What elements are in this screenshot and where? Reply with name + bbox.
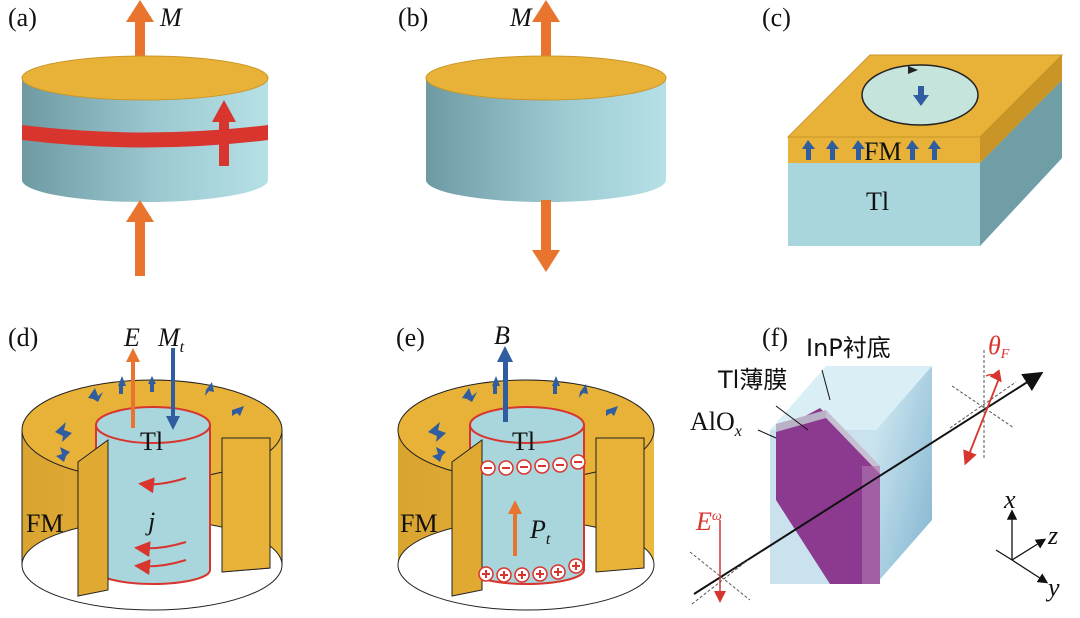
panel-d-j-label: j [145,507,155,536]
panel-e-core-label: Tl [512,427,535,456]
topological-moment-arrow [166,348,180,430]
ti-label: Tl [866,187,889,216]
fm-spin-arrows [802,140,941,160]
film-label: Tl薄膜 [717,366,787,394]
edge-current-band [22,125,268,148]
panel-d-Mt-label: Mt [157,323,185,356]
panel-d-core-label: Tl [140,427,163,456]
edge-magnetization-arrow [212,100,236,166]
panel-a-tag: (a) [8,3,37,32]
panel-b: (b) M [398,0,667,272]
cap-leader-line [757,429,777,439]
negative-charges [480,454,586,476]
panel-e-fm-label: FM [400,509,438,538]
light-beam [693,371,1044,595]
panel-d: (d) E [8,323,283,611]
panel-f: (f) Eω θF InP衬底 Tl薄膜 AlOx [689,323,1060,605]
radial-moment-arrows [428,376,618,462]
radial-moment-arrows [55,376,244,462]
panel-f-tag: (f) [762,323,788,352]
panel-e-Pt-label: Pt [529,515,551,548]
magnetization-arrow-up-bottom [126,200,154,276]
substrate-label: InP衬底 [806,334,891,362]
axis-y-label: y [1045,573,1060,602]
panel-a-M-label: M [159,3,183,32]
axis-z-label: z [1047,521,1058,550]
substrate-leader-line [821,369,831,401]
polarization-arrow [508,500,522,556]
panel-e: (e) B Tl FM [396,321,655,611]
film-leader-line [775,405,809,431]
panel-d-fm-label: FM [26,509,64,538]
inp-substrate [876,366,932,584]
panel-c: (c) FM Tl [762,3,1064,246]
disk-cylinder [21,55,269,202]
electric-field-arrow [126,348,140,428]
incident-field-label: Eω [695,507,722,536]
magnetization-arrow-up [532,0,560,78]
panel-e-B-label: B [494,321,510,350]
axis-x-label: x [1003,485,1016,514]
panel-e-tag: (e) [396,323,425,352]
magnetization-arrow-up-top [126,0,154,78]
disk-cylinder [425,55,667,202]
incident-polarization [689,520,751,605]
magnetization-arrow-down [532,200,560,272]
positive-charges [478,558,584,583]
magnetic-field-arrow [497,346,513,422]
cap-label: AlOx [690,407,742,440]
fm-label: FM [864,137,902,166]
panel-c-tag: (c) [762,3,791,32]
surface-current-arrows [134,477,187,576]
panel-d-tag: (d) [8,323,38,352]
surface-moment-arrow-down [913,86,929,106]
panel-b-M-label: M [509,3,533,32]
faraday-angle-label: θF [988,331,1010,362]
panel-b-tag: (b) [398,3,428,32]
panel-d-E-label: E [123,323,140,352]
tl-film [776,408,880,584]
coordinate-axes [995,509,1049,584]
faraday-rotation [949,350,1017,466]
panel-a: (a) M [8,0,269,276]
